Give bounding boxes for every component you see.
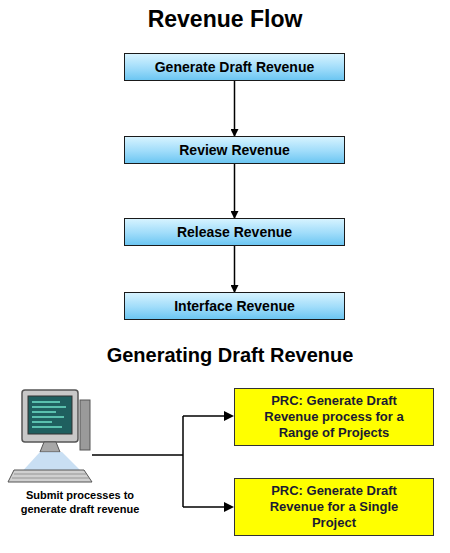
monitor-screen (28, 396, 72, 434)
process-box: Interface Revenue (124, 292, 345, 320)
box-text: Generate Draft Revenue (155, 59, 315, 75)
box-text: PRC: Generate Draft Revenue process for … (255, 393, 413, 441)
flow-arrow (234, 164, 236, 218)
box-text: Release Revenue (177, 224, 292, 240)
box-text: Review Revenue (179, 142, 290, 158)
box-text: Interface Revenue (174, 298, 295, 314)
monitor-stand (40, 442, 60, 452)
program-box: PRC: Generate Draft Revenue process for … (234, 388, 434, 446)
tower (80, 400, 90, 450)
flow-arrow (234, 246, 236, 292)
monitor-case (22, 390, 78, 442)
keyboard (8, 470, 92, 482)
flow-arrow (234, 81, 236, 136)
screen-lines (32, 402, 66, 427)
computer-icon (8, 390, 92, 482)
arrow-head (224, 502, 234, 512)
box-text: PRC: Generate Draft Revenue for a Single… (255, 483, 413, 531)
process-box: Generate Draft Revenue (124, 53, 345, 81)
diagram-title: Revenue Flow (0, 6, 450, 33)
process-box: Review Revenue (124, 136, 345, 164)
caption-text: Submit processes to generate draft reven… (10, 488, 150, 516)
process-box: Release Revenue (124, 218, 345, 246)
arrow-head (224, 411, 234, 421)
keyboard-keys (12, 474, 89, 478)
section-heading: Generating Draft Revenue (40, 343, 420, 367)
program-box: PRC: Generate Draft Revenue for a Single… (234, 478, 434, 536)
